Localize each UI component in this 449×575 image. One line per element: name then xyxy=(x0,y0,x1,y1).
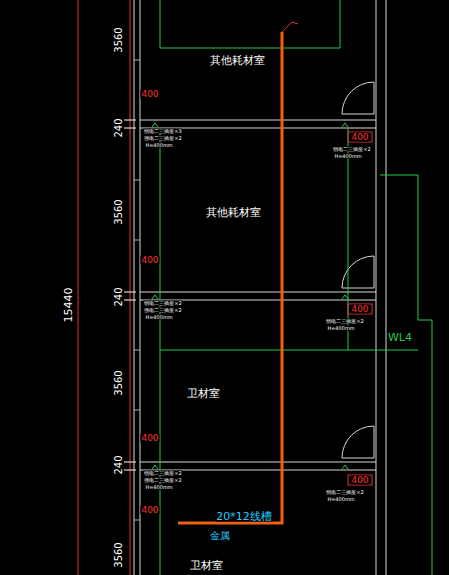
dimension: 3560 xyxy=(114,369,124,396)
socket-note: 弱电二三插座×2 xyxy=(143,301,182,306)
dimension: 240 xyxy=(114,117,124,138)
dimension: 240 xyxy=(114,286,124,307)
height-mark: 400 xyxy=(140,434,159,443)
socket-note: H=400mm xyxy=(144,315,173,320)
dimension: 3560 xyxy=(114,541,124,568)
socket-note: 强电二三插座×2 xyxy=(143,478,182,483)
height-mark: 400 xyxy=(350,476,369,485)
socket-note: 弱电二三插座×3 xyxy=(143,129,182,134)
dimension: 3560 xyxy=(114,26,124,53)
trunking-label: 金属 xyxy=(209,531,231,541)
room-name: 卫材室 xyxy=(189,560,224,571)
socket-note: 强电二三插座×2 xyxy=(143,308,182,313)
circuit-label: WL4 xyxy=(387,332,413,343)
height-mark: 400 xyxy=(350,305,369,314)
socket-note: 强电二三插座×2 xyxy=(143,136,182,141)
socket-note: 弱电二三插座×2 xyxy=(332,147,371,152)
dimension: 3560 xyxy=(114,198,124,225)
height-mark: 400 xyxy=(140,506,159,515)
socket-note: 弱电二三插座×2 xyxy=(325,319,364,324)
socket-note: 弱电二三插座×2 xyxy=(325,490,364,495)
room-name: 其他耗材室 xyxy=(209,55,266,66)
height-mark: 400 xyxy=(140,256,159,265)
socket-note: H=400mm xyxy=(144,485,173,490)
socket-note: H=400mm xyxy=(333,154,362,159)
trunking-label: 20*12线槽 xyxy=(215,511,273,522)
overall-dimension: 15440 xyxy=(63,287,74,324)
room-name: 其他耗材室 xyxy=(205,207,262,218)
socket-note: H=400mm xyxy=(326,326,355,331)
dimension: 240 xyxy=(114,454,124,475)
socket-note: H=400mm xyxy=(144,143,173,148)
room-name: 卫材室 xyxy=(186,388,221,399)
socket-note: H=400mm xyxy=(326,497,355,502)
socket-note: 弱电二三插座×2 xyxy=(143,471,182,476)
height-mark: 400 xyxy=(350,133,369,142)
height-mark: 400 xyxy=(140,90,159,99)
